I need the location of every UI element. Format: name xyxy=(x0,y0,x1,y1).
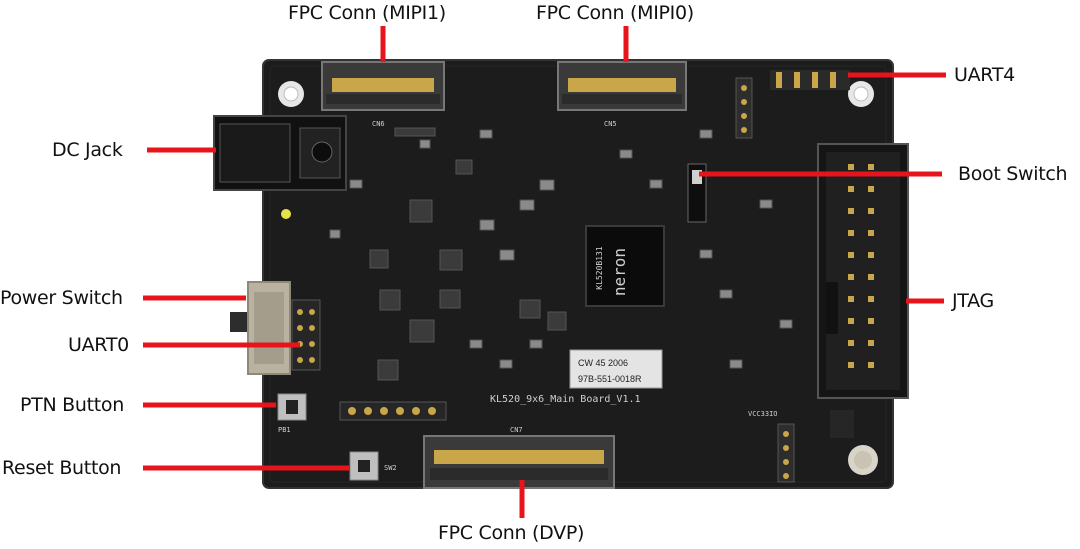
smd-component xyxy=(499,249,515,261)
label-uart4: UART4 xyxy=(954,64,1015,86)
fpc-mipi0-connector xyxy=(557,61,687,111)
fpc-dvp-connector xyxy=(423,435,615,489)
silk-vcc: VCC33IO xyxy=(748,410,778,418)
jtag-pin xyxy=(868,362,874,368)
smd-component xyxy=(649,179,663,189)
uart4-header xyxy=(770,70,850,90)
silk-pb1: PB1 xyxy=(278,426,291,434)
uart0-header xyxy=(291,299,321,371)
jtag-pin xyxy=(868,296,874,302)
callout-lines xyxy=(143,26,946,518)
label-fpc-mipi0: FPC Conn (MIPI0) xyxy=(536,2,694,24)
smd-component xyxy=(619,149,633,159)
smd-component xyxy=(439,249,463,271)
smd-component xyxy=(729,359,743,369)
smd-component xyxy=(419,139,431,149)
silk-cn7: CN7 xyxy=(510,426,523,434)
smd-component xyxy=(519,199,535,211)
smd-component xyxy=(547,311,567,331)
jtag-pin xyxy=(848,274,854,280)
label-boot-switch: Boot Switch xyxy=(958,163,1068,185)
jtag-pin xyxy=(868,252,874,258)
jtag-pin xyxy=(868,164,874,170)
smd-component xyxy=(479,219,495,231)
smd-component xyxy=(329,229,341,239)
smd-component xyxy=(779,319,793,329)
smd-component xyxy=(759,199,773,209)
status-led xyxy=(281,209,291,219)
smd-component xyxy=(394,127,436,137)
fpc-mipi1-connector xyxy=(321,61,445,111)
silk-cn5: CN5 xyxy=(604,120,617,128)
label-fpc-mipi1: FPC Conn (MIPI1) xyxy=(288,2,446,24)
silk-cn6: CN6 xyxy=(372,120,385,128)
boot-switch xyxy=(687,163,707,223)
jtag-pin xyxy=(848,164,854,170)
label-fpc-dvp: FPC Conn (DVP) xyxy=(438,522,585,544)
label-uart0: UART0 xyxy=(68,334,129,356)
jtag-pin xyxy=(848,230,854,236)
jtag-pin xyxy=(848,252,854,258)
label-dc-jack: DC Jack xyxy=(52,139,123,161)
label-power-switch: Power Switch xyxy=(0,287,123,309)
board-sticker: CW 45 2006 97B-551-0018R xyxy=(569,349,663,389)
smd-component xyxy=(699,129,713,139)
smd-component xyxy=(409,319,435,343)
jtag-pin xyxy=(848,340,854,346)
smd-component xyxy=(519,299,541,319)
smd-component xyxy=(469,339,483,349)
jtag-pin xyxy=(868,274,874,280)
smd-component xyxy=(719,289,733,299)
smd-component xyxy=(499,359,513,369)
smd-component xyxy=(439,289,461,309)
ptn-button xyxy=(277,393,307,421)
jtag-pin xyxy=(848,186,854,192)
smd-component xyxy=(379,289,401,311)
jtag-pin xyxy=(868,318,874,324)
smd-component xyxy=(699,249,713,259)
jtag-pin xyxy=(868,230,874,236)
kl520-chip: neron KL520B131 xyxy=(585,225,665,307)
jtag-pin xyxy=(868,186,874,192)
jtag-pin xyxy=(848,362,854,368)
smd-component xyxy=(409,199,433,223)
label-reset-button: Reset Button xyxy=(2,457,122,479)
jtag-pin xyxy=(868,208,874,214)
chip-part: KL520B131 xyxy=(595,246,604,290)
smd-components xyxy=(281,127,793,381)
jtag-pin xyxy=(848,208,854,214)
sticker-line1: CW 45 2006 xyxy=(578,358,628,368)
chip-brand: neron xyxy=(610,248,629,296)
jtag-pin xyxy=(868,340,874,346)
power-switch xyxy=(230,281,291,375)
dc-jack xyxy=(213,115,347,191)
pcb-board xyxy=(262,59,894,489)
jtag-pin xyxy=(848,318,854,324)
smd-component xyxy=(369,249,389,269)
board-silkscreen-name: KL520_9x6_Main Board_V1.1 xyxy=(490,394,641,405)
smd-component xyxy=(539,179,555,191)
sticker-line2: 97B-551-0018R xyxy=(578,374,642,384)
smd-component xyxy=(377,359,399,381)
silk-sw2: SW2 xyxy=(384,464,397,472)
mounting-holes xyxy=(278,81,878,475)
label-ptn-button: PTN Button xyxy=(20,394,124,416)
jtag-pin xyxy=(848,296,854,302)
smd-component xyxy=(349,179,363,189)
label-jtag: JTAG xyxy=(952,290,994,312)
smd-component xyxy=(479,129,493,139)
jtag-connector xyxy=(817,143,909,399)
smd-component xyxy=(455,159,473,175)
reset-button xyxy=(349,451,379,481)
smd-component xyxy=(529,339,543,349)
